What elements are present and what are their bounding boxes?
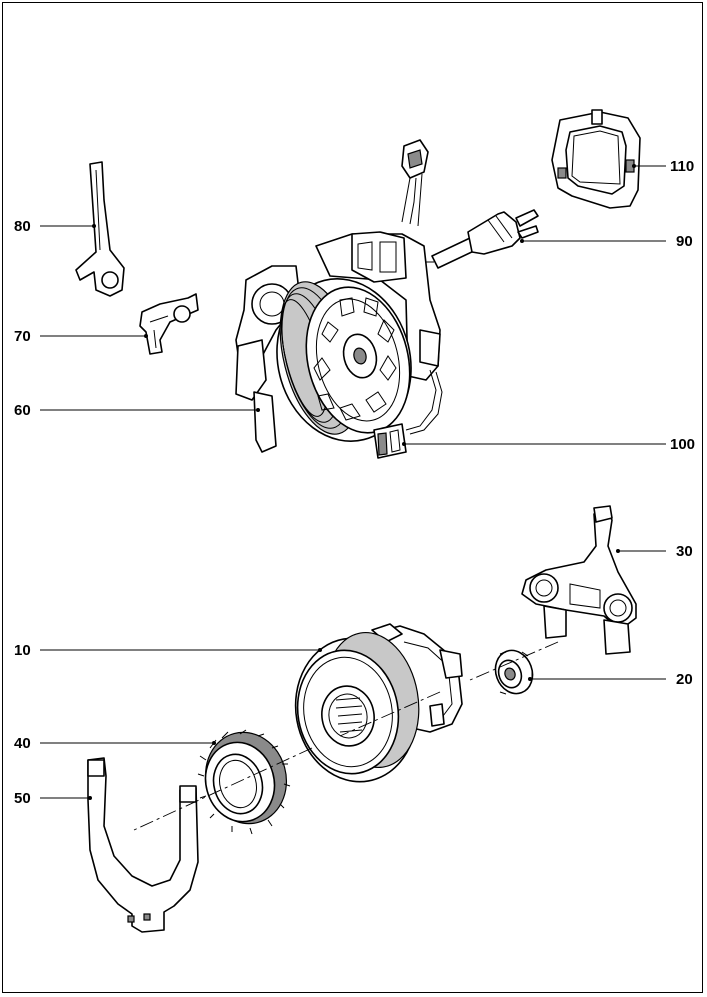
assembly-axis-2 [339,691,441,737]
part-60-cable-reel[interactable] [235,231,443,456]
part-90-plug[interactable] [410,209,539,269]
label-20: 20 [676,671,693,688]
label-110: 110 [670,158,694,175]
label-100: 100 [670,436,695,453]
label-40: 40 [14,735,31,752]
part-70-clip[interactable] [139,293,199,355]
part-110-bracket[interactable] [551,109,641,209]
top-connector [401,139,429,227]
label-80: 80 [14,218,31,235]
assembly-axis-1 [469,641,559,681]
leader-lines [40,164,666,800]
assembly-axis-3 [133,747,313,831]
label-70: 70 [14,328,31,345]
part-100-connector[interactable] [373,423,407,459]
part-50-u-bracket[interactable] [87,757,199,933]
part-30-bracket[interactable] [521,505,637,655]
label-30: 30 [676,543,693,560]
part-20-coupling[interactable] [490,645,539,699]
part-40-ring[interactable] [195,723,296,835]
label-60: 60 [14,402,31,419]
part-10-motor[interactable] [284,623,463,791]
label-90: 90 [676,233,693,250]
label-10: 10 [14,642,31,659]
label-50: 50 [14,790,31,807]
part-80-lever[interactable] [75,161,125,297]
